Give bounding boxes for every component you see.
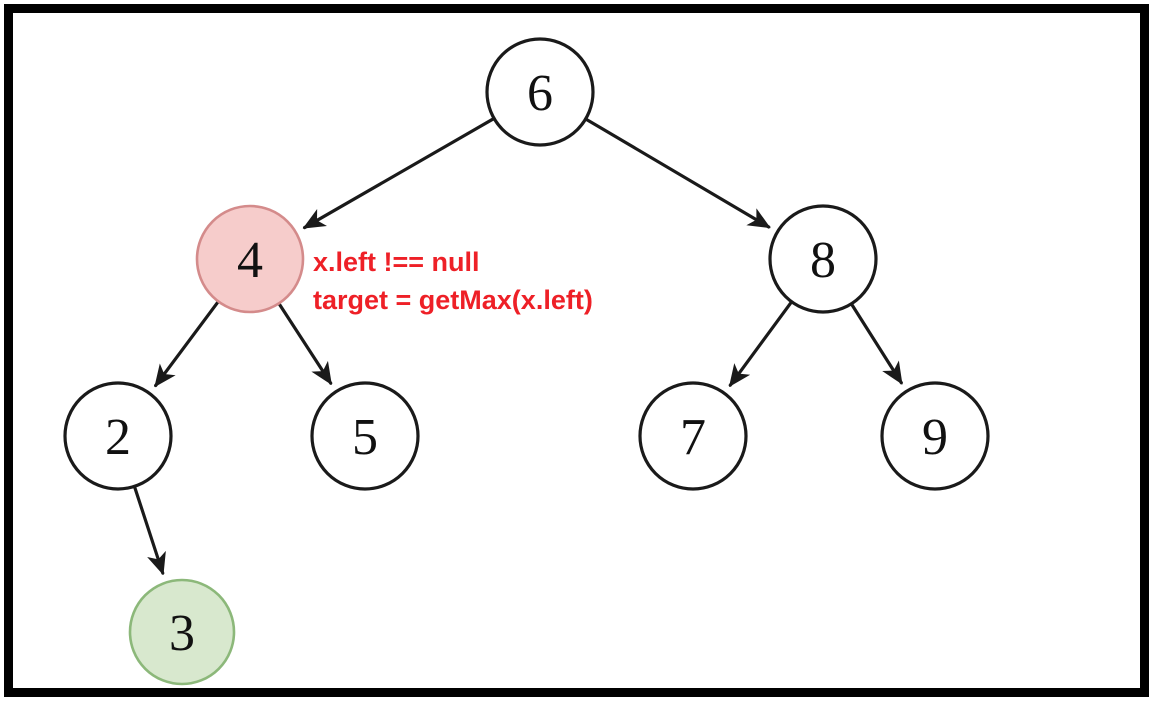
tree-edge-e2-3 <box>133 485 166 576</box>
tree-node-8[interactable] <box>768 204 878 314</box>
tree-edge-e4-5 <box>277 302 333 386</box>
tree-node-2[interactable] <box>63 381 173 491</box>
tree-node-5[interactable] <box>310 381 420 491</box>
edge-layer <box>133 117 903 576</box>
tree-node-4[interactable] <box>195 204 305 314</box>
tree-node-7[interactable] <box>638 381 748 491</box>
tree-edge-e6-8 <box>584 117 771 229</box>
annotation-line-2: target = getMax(x.left) <box>313 285 593 315</box>
annotation-line-1: x.left !== null <box>313 247 480 277</box>
annotation-block: x.left !== null target = getMax(x.left) <box>313 243 593 319</box>
tree-edge-e8-9 <box>850 303 903 385</box>
node-layer <box>63 37 990 686</box>
tree-edge-e8-7 <box>728 300 793 388</box>
tree-node-3[interactable] <box>128 578 236 686</box>
tree-edge-e4-2 <box>154 300 220 388</box>
tree-node-9[interactable] <box>880 381 990 491</box>
tree-node-6[interactable] <box>485 37 595 147</box>
tree-edge-e6-4 <box>302 117 495 230</box>
